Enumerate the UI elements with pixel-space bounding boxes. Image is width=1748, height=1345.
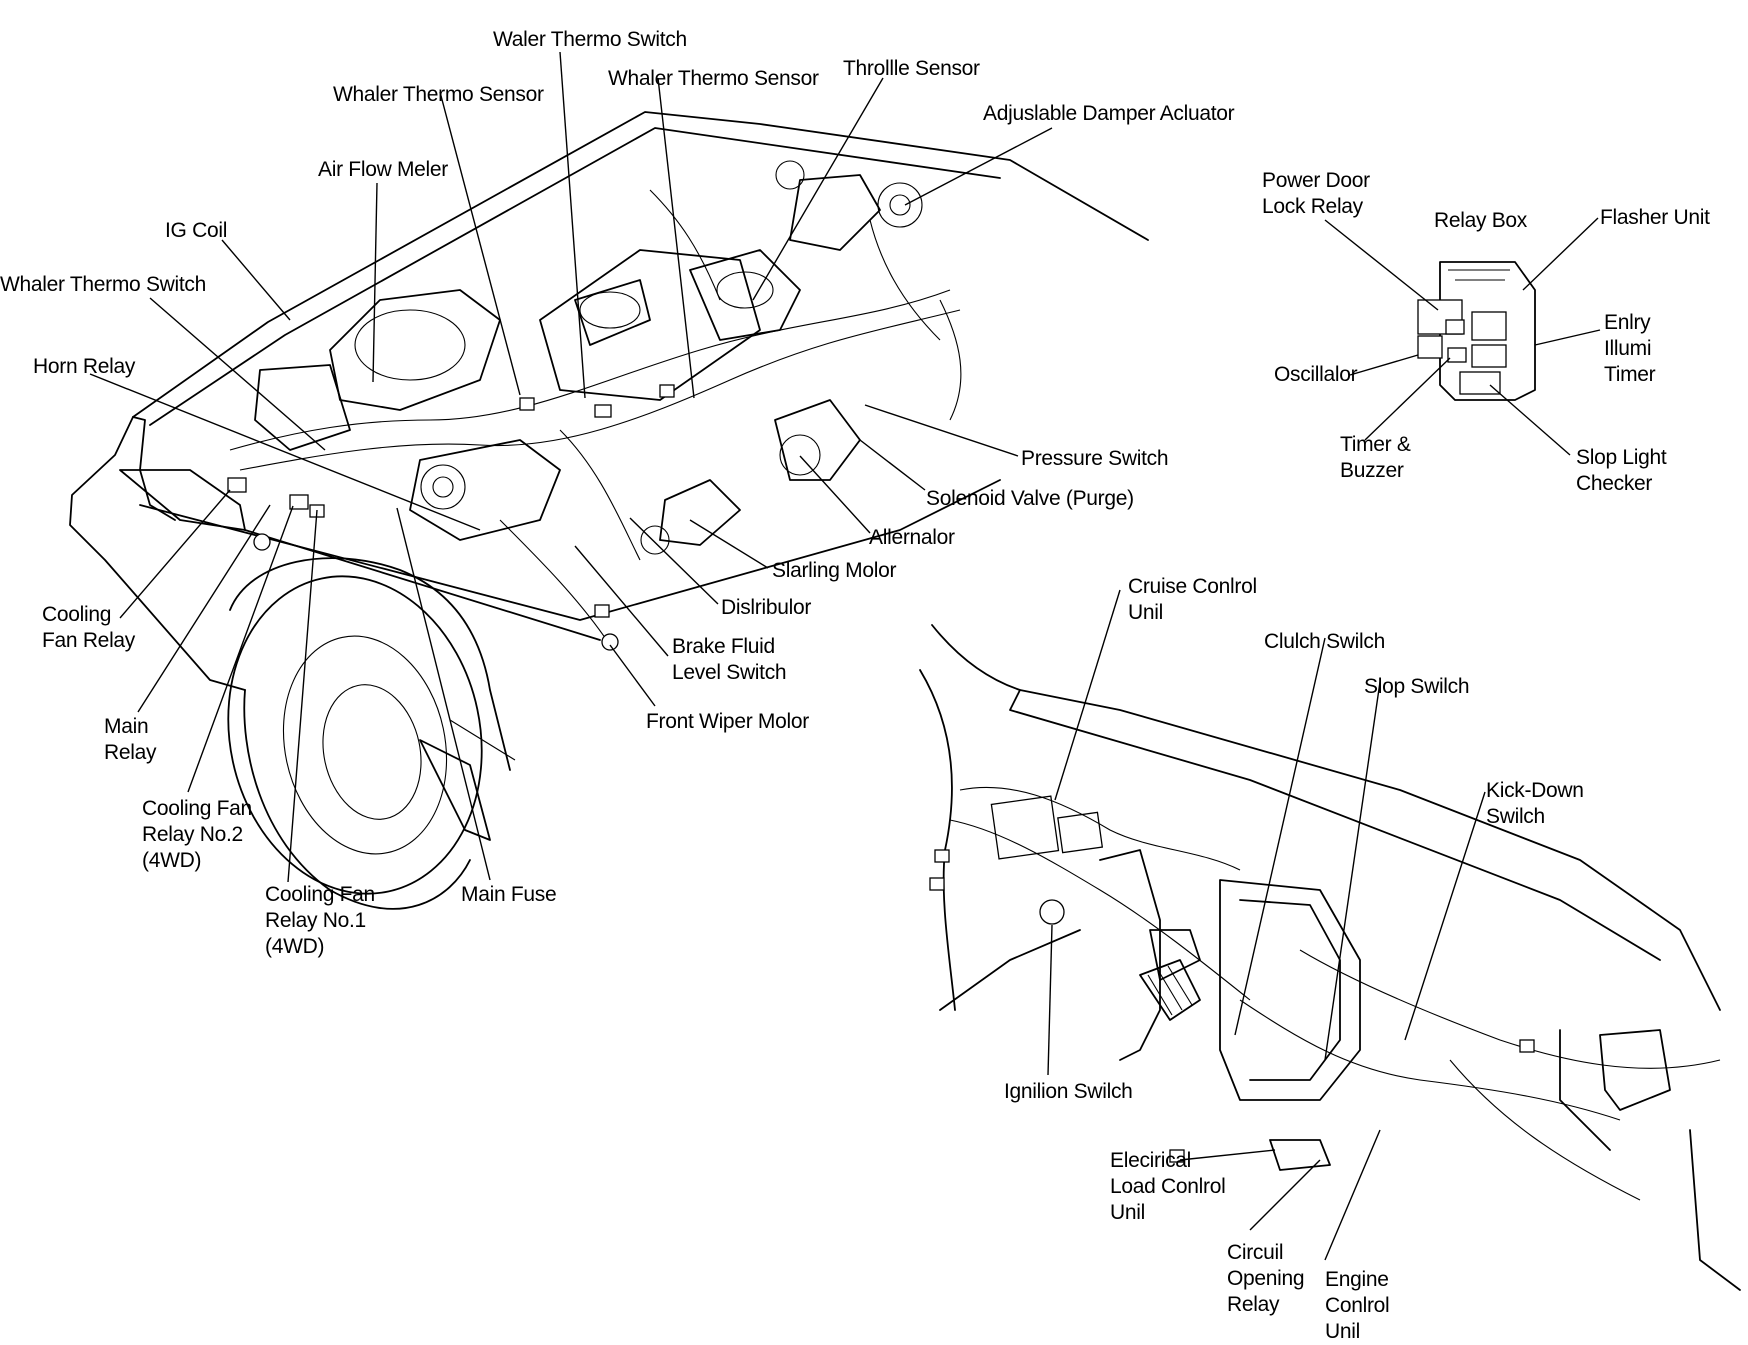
label-whaler-thermo-switch: Whaler Thermo Switch	[0, 273, 207, 296]
label-flasher-unit: Flasher Unit	[1600, 206, 1710, 229]
label-stop-light-checker: Slop Light Checker	[1576, 446, 1667, 495]
label-cruise-control-unit: Cruise Conlrol Unil	[1128, 575, 1257, 624]
label-pressure-switch: Pressure Switch	[1021, 447, 1169, 470]
label-horn-relay: Horn Relay	[33, 355, 136, 378]
label-distributor: Dislribulor	[721, 596, 812, 619]
label-cooling-fan-relay-no2: Cooling Fan Relay No.2 (4WD)	[142, 797, 252, 872]
label-front-wiper-motor: Front Wiper Molor	[646, 710, 809, 733]
label-oscillator: Oscillalor	[1274, 363, 1358, 386]
label-main-relay: Main Relay	[104, 715, 157, 764]
label-air-flow-meter: Air Flow Meler	[318, 158, 448, 181]
dashboard-drawing	[919, 624, 1741, 1291]
label-ignition-switch: Ignilion Swilch	[1004, 1080, 1133, 1103]
label-entry-illumi-timer: Enlry Illumi Timer	[1604, 311, 1656, 386]
label-whaler-thermo-sensor-right: Whaler Thermo Sensor	[608, 67, 819, 90]
label-starting-motor: Slarling Molor	[772, 559, 897, 582]
label-power-door-lock-relay: Power Door Lock Relay	[1262, 169, 1370, 218]
label-clutch-switch: Clulch Swilch	[1264, 630, 1385, 653]
label-water-thermo-switch: Waler Thermo Switch	[493, 28, 687, 51]
label-ig-coil: IG Coil	[165, 219, 228, 242]
label-solenoid-valve-purge: Solenoid Valve (Purge)	[926, 487, 1134, 510]
relay-box-drawing	[1417, 261, 1536, 401]
label-alternator: Allernalor	[869, 526, 955, 549]
label-cooling-fan-relay-no1: Cooling Fan Relay No.1 (4WD)	[265, 883, 375, 958]
engine-compartment-drawing	[69, 111, 1149, 910]
label-adjustable-damper-actuator: Adjuslable Damper Acluator	[983, 102, 1235, 125]
leader-lines	[89, 51, 1601, 1261]
label-brake-fluid-level-switch: Brake Fluid Level Switch	[672, 635, 787, 684]
label-kick-down-switch: Kick-Down Swilch	[1486, 779, 1584, 828]
label-timer-buzzer: Timer & Buzzer	[1340, 433, 1411, 482]
label-circuit-opening-relay: Circuil Opening Relay	[1227, 1241, 1305, 1316]
label-electrical-load-control-unit: Elecirical Load Conlrol Unil	[1110, 1149, 1226, 1224]
label-engine-control-unit: Engine Conlrol Unil	[1325, 1268, 1390, 1343]
label-whaler-thermo-sensor-left: Whaler Thermo Sensor	[333, 83, 544, 106]
label-throttle-sensor: Throllle Sensor	[843, 57, 980, 80]
label-stop-switch: Slop Swilch	[1364, 675, 1470, 698]
label-cooling-fan-relay: Cooling Fan Relay	[42, 603, 136, 652]
label-relay-box: Relay Box	[1434, 209, 1528, 232]
label-main-fuse: Main Fuse	[461, 883, 557, 906]
